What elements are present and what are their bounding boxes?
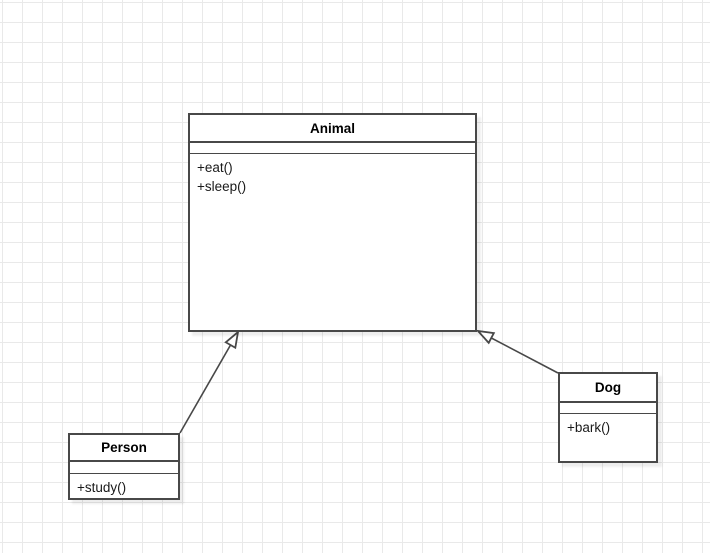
class-methods-section-person: +study() [70,474,178,501]
class-name-animal: Animal [190,115,475,143]
class-methods-section-animal: +eat() +sleep() [190,154,475,330]
class-method-sleep: +sleep() [197,179,247,194]
uml-class-animal[interactable]: Animal +eat() +sleep() [188,113,477,332]
class-method-bark: +bark() [567,420,611,435]
generalization-edge-dog-to-animal[interactable] [475,329,559,374]
class-attributes-section-dog [560,403,656,414]
generalization-edge-person-to-animal[interactable] [179,329,240,434]
class-attributes-section-person [70,462,178,474]
class-method-eat: +eat() [197,160,233,175]
class-name-dog: Dog [560,374,656,403]
class-name-person: Person [70,435,178,462]
class-attributes-section-animal [190,143,475,154]
uml-class-dog[interactable]: Dog +bark() [558,372,658,463]
uml-class-person[interactable]: Person +study() [68,433,180,500]
class-methods-section-dog: +bark() [560,414,656,461]
class-method-study: +study() [77,480,127,495]
